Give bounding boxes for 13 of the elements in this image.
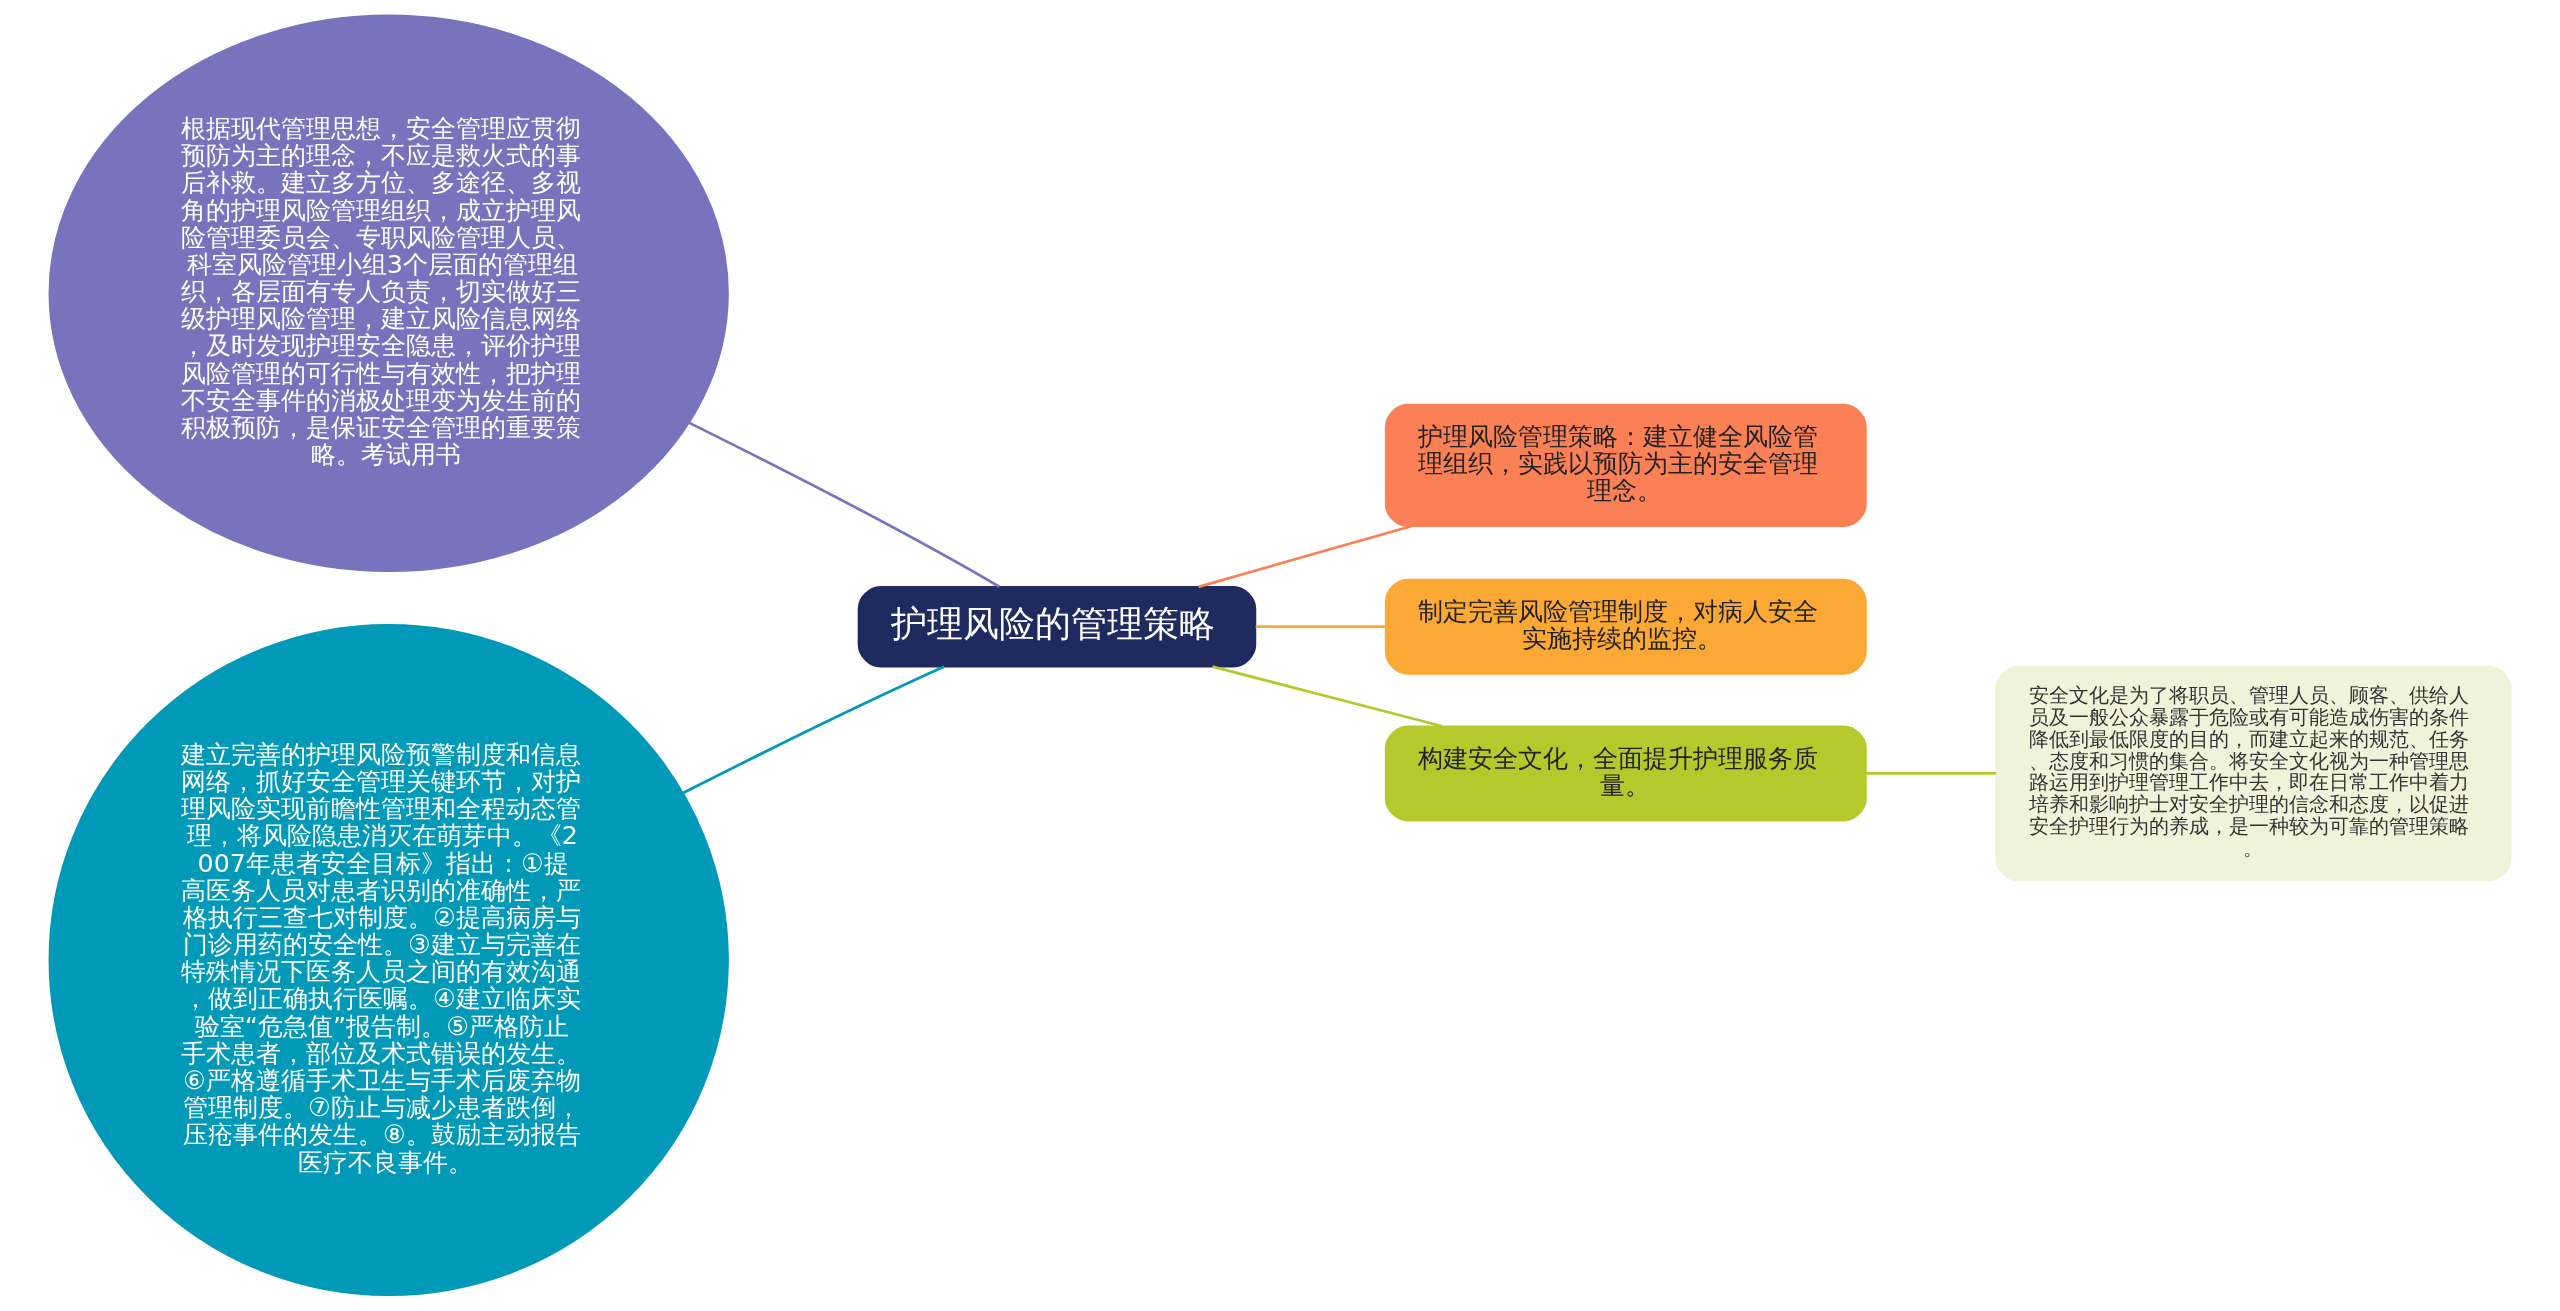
node-ellipse: 根据现代管理思想，安全管理应贯彻预防为主的理念，不应是救火式的事后补救。建立多方位、多途径、多视角的护理风险管理组织，成立护理风险管理委员会、专职风险管理人员、科室风险管理小组3个层面的管理组织，各层面有专人负责，切实做好三级护理风险管理，建立风险信息网络，及时发现护理安全隐患，评价护理风险管理的可行性与有效性，把护理不安全事件的消极处理变为发生前的积极预防，是保证安全管理的重要策略。考试用书 [48, 14, 729, 573]
connector [688, 421, 1000, 588]
node-circle: 建立完善的护理风险预警制度和信息网络，抓好安全管理关键环节，对护理风险实现前瞻性管理和全程动态管理，将风险隐患消灭在萌芽中。《2007年患者安全目标》指出：①提高医务人员对患者识别的准确性，严格执行三查七对制度。②提高病房与门诊用药的安全性。③建立与完善在特殊情况下医务人员之间的有效沟通，做到正确执行医嘱。④建立临床实验室“危急值”报告制。⑤严格防止手术患者，部位及术式错误的发生。⑥严格遵循手术卫生与手术后废弃物管理制度。⑦防止与减少患者跌倒，压疮事件的发生。⑧。鼓励主动报告医疗不良事件。 [48, 623, 729, 1297]
node-box: 护理风险管理策略：建立健全风险管理组织，实践以预防为主的安全管理理念。 [1384, 403, 1867, 528]
node-box: 构建安全文化，全面提升护理服务质量。 [1384, 725, 1867, 822]
connector [1255, 625, 1386, 629]
connector [1198, 524, 1412, 589]
connector [1212, 665, 1443, 728]
node-box: 制定完善风险管理制度，对病人安全实施持续的监控。 [1384, 578, 1867, 675]
connector [682, 665, 945, 795]
connector [1866, 772, 1997, 775]
node-box: 护理风险的管理策略 [857, 585, 1257, 668]
node-box: 安全文化是为了将职员、管理人员、顾客、供给人员及一般公众暴露于危险或有可能造成伤害的条件降低到最低限度的目的，而建立起来的规范、任务、态度和习惯的集合。将安全文化视为一种管理思路运用到护理管理工作中去，即在日常工作中着力培养和影响护士对安全护理的信念和态度，以促进安全护理行为的养成，是一种较为可靠的管理策略。 [1995, 665, 2512, 882]
